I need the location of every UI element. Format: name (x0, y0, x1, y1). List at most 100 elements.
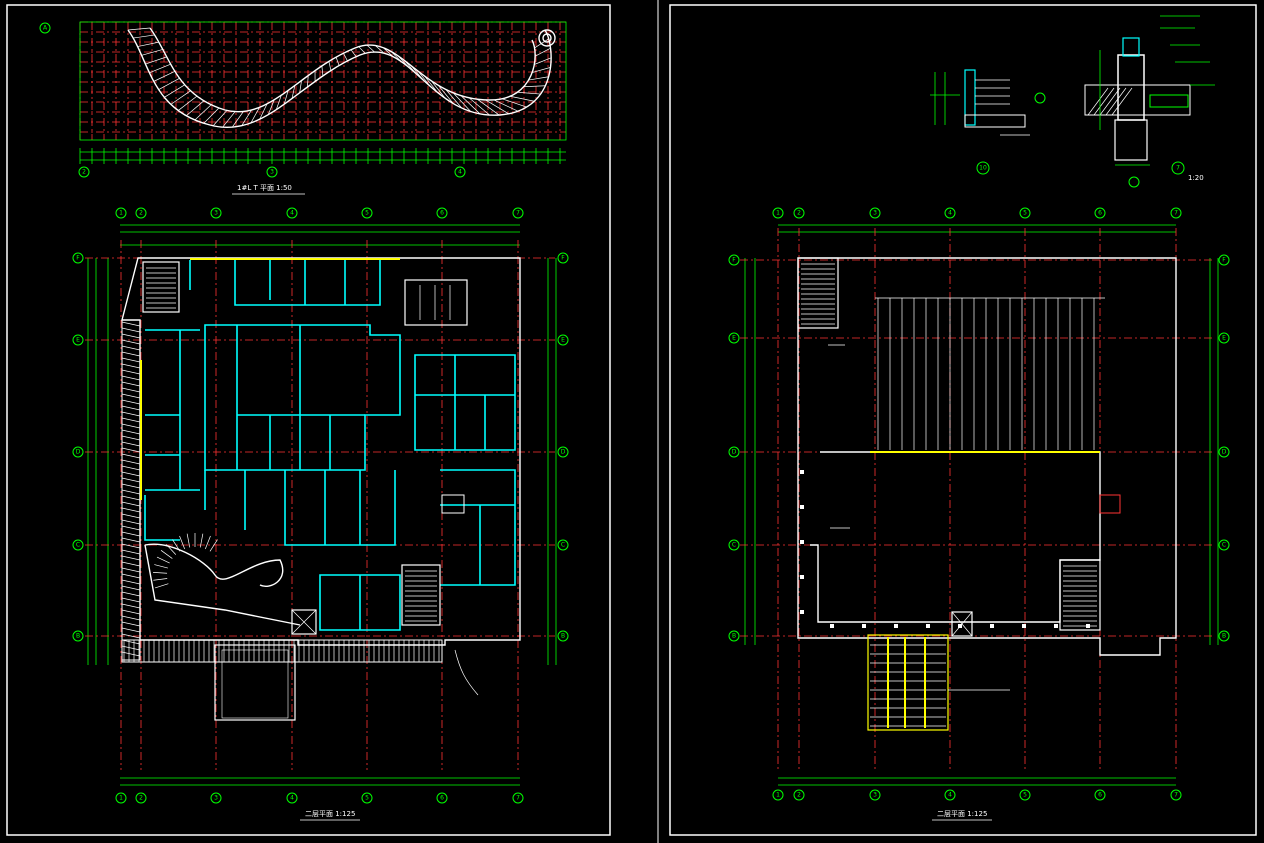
stair-axis-bubble-2-label: 2 (82, 169, 86, 176)
right-bottom-axis-4-label: 4 (948, 792, 952, 799)
left-bottom-axis-7 (512, 792, 524, 804)
right-top-axis-7-label: 7 (1174, 210, 1178, 217)
detail-bubble-10-label: 10 (979, 165, 987, 172)
detail-bubble-10 (976, 161, 990, 175)
right-bottom-axis-5 (1019, 789, 1031, 801)
right-bottom-axis-2-label: 2 (797, 792, 801, 799)
left-stair-north-treads (146, 267, 176, 309)
right-bottom-axis-6-label: 6 (1098, 792, 1102, 799)
left-top-axis-3-label: 3 (214, 210, 218, 217)
right-right-axis-E (1218, 332, 1230, 344)
left-top-axis-7 (512, 207, 524, 219)
left-right-axis-D (557, 446, 569, 458)
exterior-stair (867, 634, 949, 731)
right-sheet-border (669, 4, 1257, 836)
right-bottom-axis-7-label: 7 (1174, 792, 1178, 799)
skylight-lines (877, 298, 1095, 450)
right-top-axis-2 (793, 207, 805, 219)
left-stair-north (142, 261, 180, 313)
stair-curve-outer (127, 29, 552, 128)
left-left-axis-B-label: B (76, 633, 80, 640)
stair-treads (127, 27, 552, 128)
left-right-axis-C-label: C (561, 542, 565, 549)
right-top-axis-4-label: 4 (948, 210, 952, 217)
right-top-axis-1 (772, 207, 784, 219)
right-bottom-axis-6 (1094, 789, 1106, 801)
right-left-axis-B (728, 630, 740, 642)
south-corridor-hatch-lines (123, 640, 440, 662)
left-top-axis-1 (115, 207, 127, 219)
detail-scale-label: 1:20 (1188, 174, 1204, 182)
left-outer-wall (121, 257, 521, 646)
left-bottom-axis-4 (286, 792, 298, 804)
left-bottom-axis-3 (210, 792, 222, 804)
left-plan-title: 二层平面 1:125 (305, 810, 355, 818)
left-right-axis-E (557, 334, 569, 346)
right-right-axis-C-label: C (1222, 542, 1226, 549)
stair-curve-inner (149, 27, 536, 113)
left-bottom-axis-6-label: 6 (440, 795, 444, 802)
left-right-axis-F-label: F (561, 255, 565, 262)
right-left-axis-D-label: D (732, 449, 737, 456)
left-left-axis-B (72, 630, 84, 642)
right-bottom-axis-2 (793, 789, 805, 801)
stair-axis-bubble-4 (454, 166, 466, 178)
stair-plan-title: 1#L T 平面 1:50 (237, 184, 292, 192)
right-right-axis-C (1218, 539, 1230, 551)
right-top-axis-6-label: 6 (1098, 210, 1102, 217)
left-left-axis-F (72, 252, 84, 264)
left-bottom-axis-2 (135, 792, 147, 804)
right-inner-courtyard (810, 451, 1101, 623)
right-outer-wall (797, 257, 1177, 656)
right-columns (800, 470, 1090, 628)
detail-hatch (1087, 87, 1133, 116)
right-top-axis-1-label: 1 (776, 210, 780, 217)
stair-axis-bubble-4-label: 4 (458, 169, 462, 176)
right-right-axis-E-label: E (1222, 335, 1226, 342)
left-top-axis-5-label: 5 (365, 210, 369, 217)
left-stair-south (401, 564, 441, 626)
stair-grid-frame (79, 21, 567, 141)
right-bottom-axis-5-label: 5 (1023, 792, 1027, 799)
right-left-axis-D (728, 446, 740, 458)
right-top-axis-3-label: 3 (873, 210, 877, 217)
right-plan-title: 二层平面 1:125 (937, 810, 987, 818)
right-elevator (951, 611, 973, 637)
left-right-axis-B (557, 630, 569, 642)
left-right-axis-D-label: D (561, 449, 566, 456)
right-right-axis-F (1218, 254, 1230, 266)
right-left-axis-E (728, 332, 740, 344)
right-right-axis-F-label: F (1222, 257, 1226, 264)
left-bottom-axis-7-label: 7 (516, 795, 520, 802)
left-bottom-axis-1 (115, 792, 127, 804)
left-left-axis-C (72, 539, 84, 551)
left-top-axis-7-label: 7 (516, 210, 520, 217)
right-right-axis-D-label: D (1222, 449, 1227, 456)
right-top-axis-2-label: 2 (797, 210, 801, 217)
right-stair-south-treads (1063, 565, 1097, 627)
left-top-axis-2 (135, 207, 147, 219)
left-left-axis-D (72, 446, 84, 458)
right-left-axis-B-label: B (732, 633, 736, 640)
stair-axis-bubble-3-label: 3 (270, 169, 274, 176)
right-top-axis-3 (869, 207, 881, 219)
left-top-axis-4 (286, 207, 298, 219)
right-bottom-axis-1 (772, 789, 784, 801)
left-bottom-axis-1-label: 1 (119, 795, 123, 802)
right-left-axis-C (728, 539, 740, 551)
detail-bubble-7 (1171, 161, 1185, 175)
right-shaft (1099, 494, 1121, 514)
right-left-axis-F-label: F (732, 257, 736, 264)
left-bottom-axis-2-label: 2 (139, 795, 143, 802)
right-stair-north (797, 257, 839, 329)
left-right-axis-B-label: B (561, 633, 565, 640)
entrance-bridge (214, 644, 296, 721)
west-corridor-hatch (121, 319, 141, 661)
left-bottom-axis-4-label: 4 (290, 795, 294, 802)
toilet-block (404, 279, 468, 326)
stair-axis-bubble-2 (78, 166, 90, 178)
